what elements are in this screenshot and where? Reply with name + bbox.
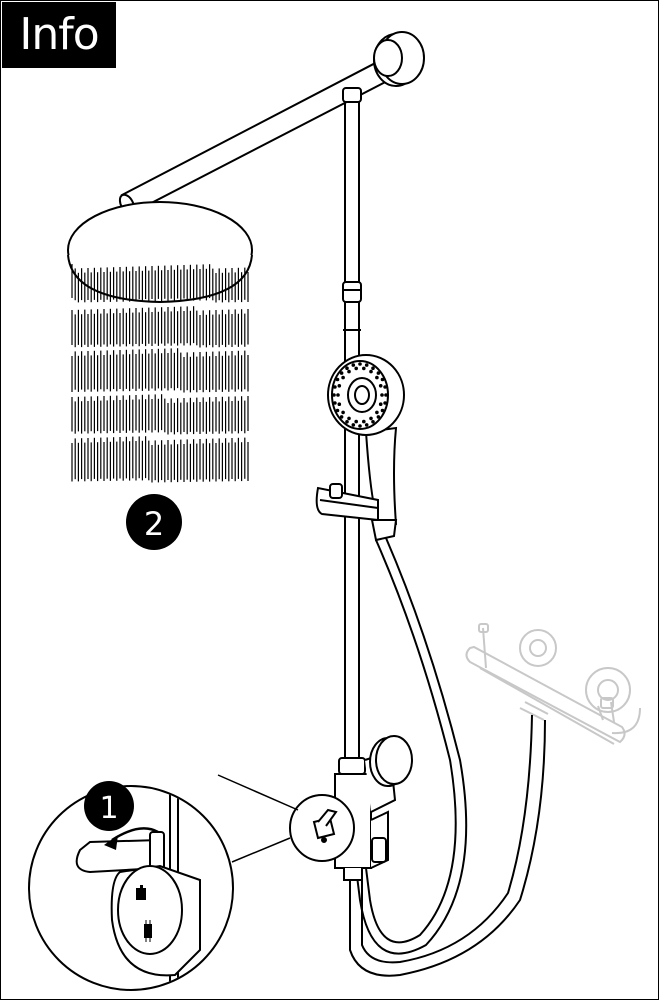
rain-shower-head bbox=[67, 201, 253, 304]
step-1-badge: 1 bbox=[84, 781, 134, 831]
rain-water-streams bbox=[71, 264, 249, 483]
slider-holder bbox=[315, 483, 398, 542]
rotate-lever-arrow-icon bbox=[104, 827, 159, 850]
info-label: Info bbox=[2, 2, 116, 68]
detail-callout-lines bbox=[217, 774, 299, 863]
step-2-number: 2 bbox=[144, 505, 164, 543]
thermostat-mixer-ghost bbox=[465, 623, 641, 745]
detail-magnifier bbox=[28, 785, 234, 991]
shower-arm bbox=[118, 31, 425, 215]
valve-detail-marker bbox=[289, 794, 355, 862]
step-1-number: 1 bbox=[99, 791, 118, 826]
shower-hose bbox=[349, 537, 546, 977]
step-2-badge: 2 bbox=[126, 494, 182, 550]
